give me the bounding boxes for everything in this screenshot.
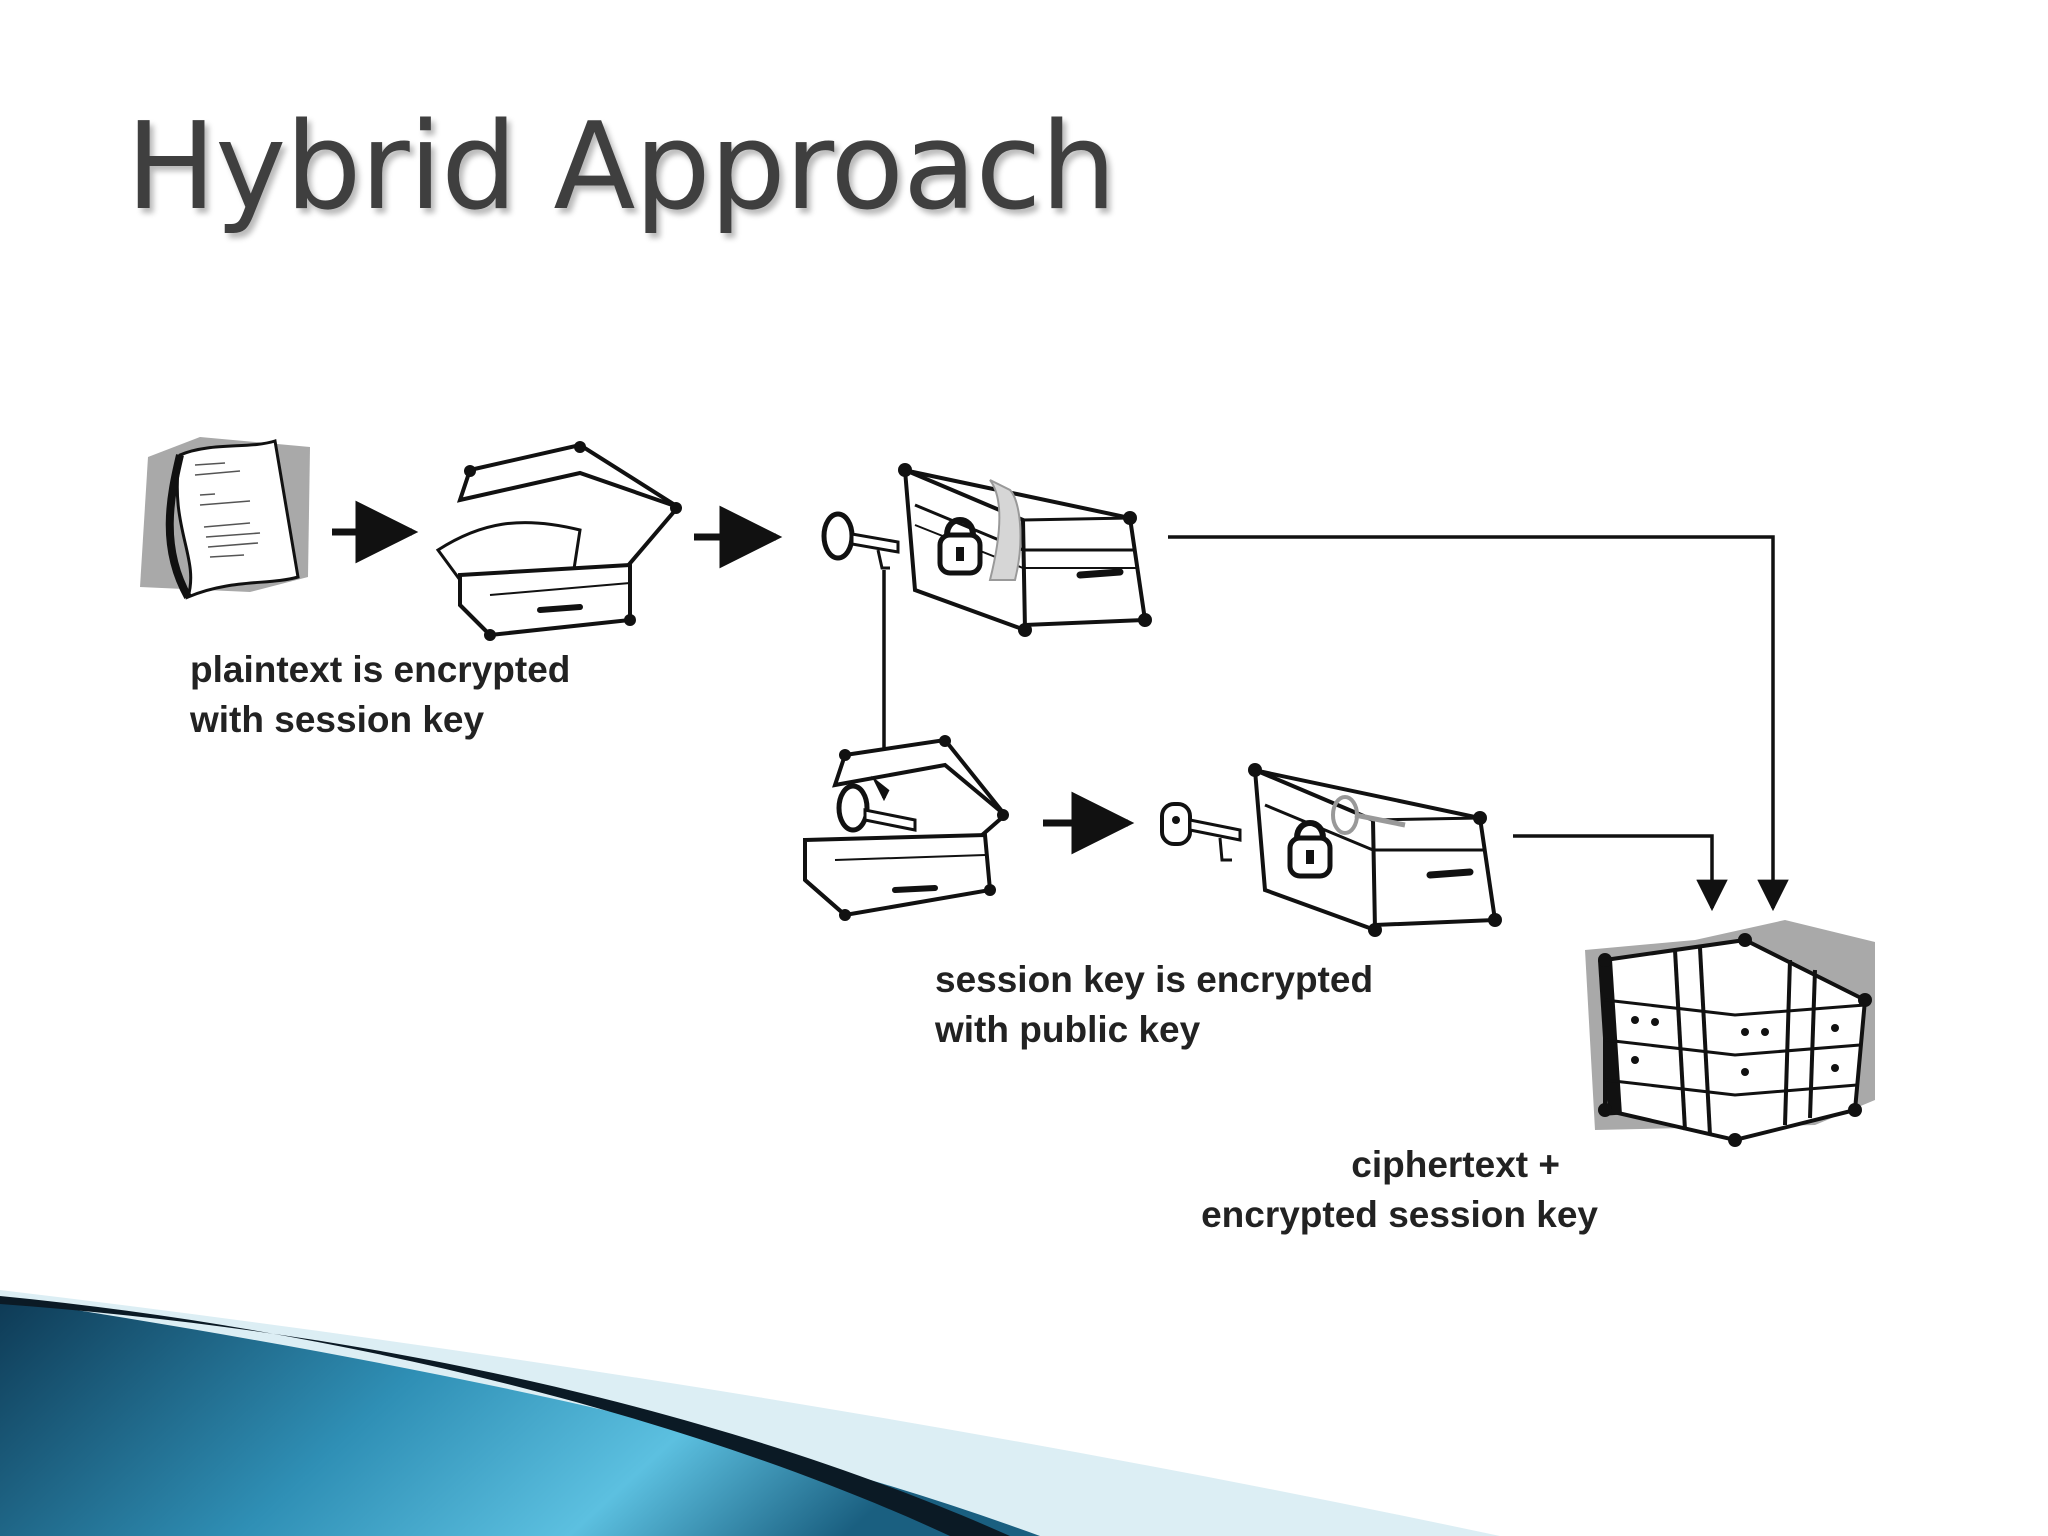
connector-encrypted-session-key [1513, 834, 1728, 912]
key-icon-lower [1160, 802, 1242, 862]
caption-session-key-encrypted: session key is encrypted with public key [935, 955, 1373, 1055]
padlock-icon [937, 517, 983, 576]
caption-line: encrypted session key [1201, 1194, 1598, 1235]
caption-line: session key is encrypted [935, 959, 1374, 1000]
locked-chest-icon-lower [1248, 763, 1502, 937]
document-icon [140, 437, 310, 600]
locked-chest-icon [898, 463, 1152, 637]
slide-title: Hybrid Approach [126, 98, 1117, 237]
banner-dark-stroke [0, 1296, 1010, 1536]
key-icon [821, 511, 900, 570]
padlock-icon-lower [1287, 820, 1333, 879]
banner-blue-swoosh [0, 1298, 1040, 1536]
caption-line: plaintext is encrypted [190, 649, 571, 690]
caption-line: with public key [935, 1009, 1201, 1050]
caption-line: with session key [190, 699, 485, 740]
caption-line: ciphertext + [1351, 1144, 1560, 1185]
open-chest-icon [435, 441, 682, 641]
package-icon [1585, 920, 1875, 1147]
open-chest-key-icon [803, 735, 1009, 921]
caption-plaintext-encrypted: plaintext is encrypted with session key [190, 645, 570, 745]
connector-ciphertext [1168, 535, 1789, 912]
bottom-banner [0, 1290, 1500, 1536]
caption-ciphertext-result: ciphertext + encrypted session key [1201, 1140, 1598, 1240]
